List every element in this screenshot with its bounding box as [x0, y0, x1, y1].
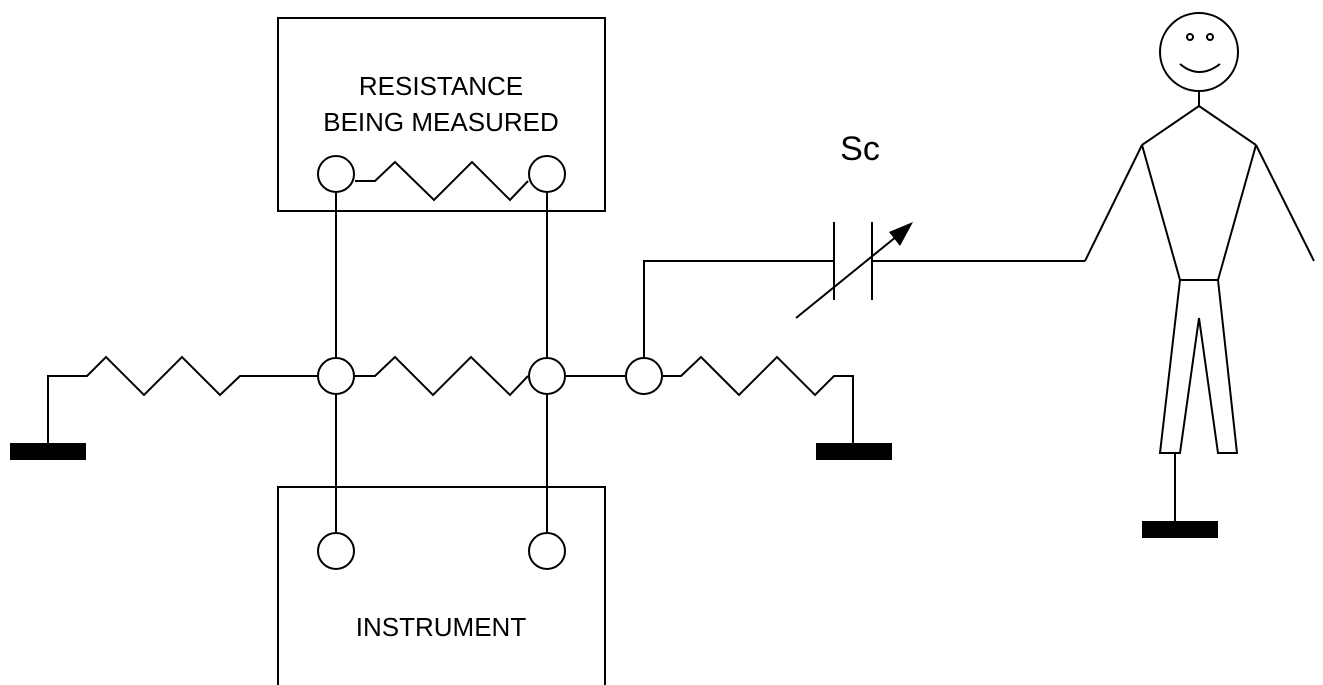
terminal-instrument-left	[317, 532, 355, 570]
node-capacitor	[625, 357, 663, 395]
resistance-label-line1: RESISTANCE	[359, 71, 523, 101]
terminal-instrument-right	[528, 532, 566, 570]
right-leakage-resistor	[662, 355, 854, 443]
capacitance-label: Sc	[840, 130, 880, 168]
ground-icon	[10, 443, 86, 460]
stick-figure-icon	[1084, 12, 1315, 525]
node-right	[528, 357, 566, 395]
ground-icon	[1142, 521, 1218, 538]
left-leakage-resistor	[47, 355, 318, 443]
resistance-box	[277, 17, 606, 212]
terminal-top-right	[528, 155, 566, 193]
resistance-label-line2: BEING MEASURED	[323, 107, 559, 137]
capacitor-lead-wire	[643, 260, 834, 357]
ground-icon	[816, 443, 892, 460]
variable-capacitor-arrow-line	[795, 231, 903, 319]
instrument-box	[277, 486, 606, 685]
variable-capacitor-arrowhead	[889, 222, 913, 246]
instrument-label: INSTRUMENT	[356, 612, 527, 642]
node-left	[317, 357, 355, 395]
terminal-top-left	[317, 155, 355, 193]
measured-resistor	[355, 160, 529, 202]
middle-resistor	[355, 355, 529, 397]
